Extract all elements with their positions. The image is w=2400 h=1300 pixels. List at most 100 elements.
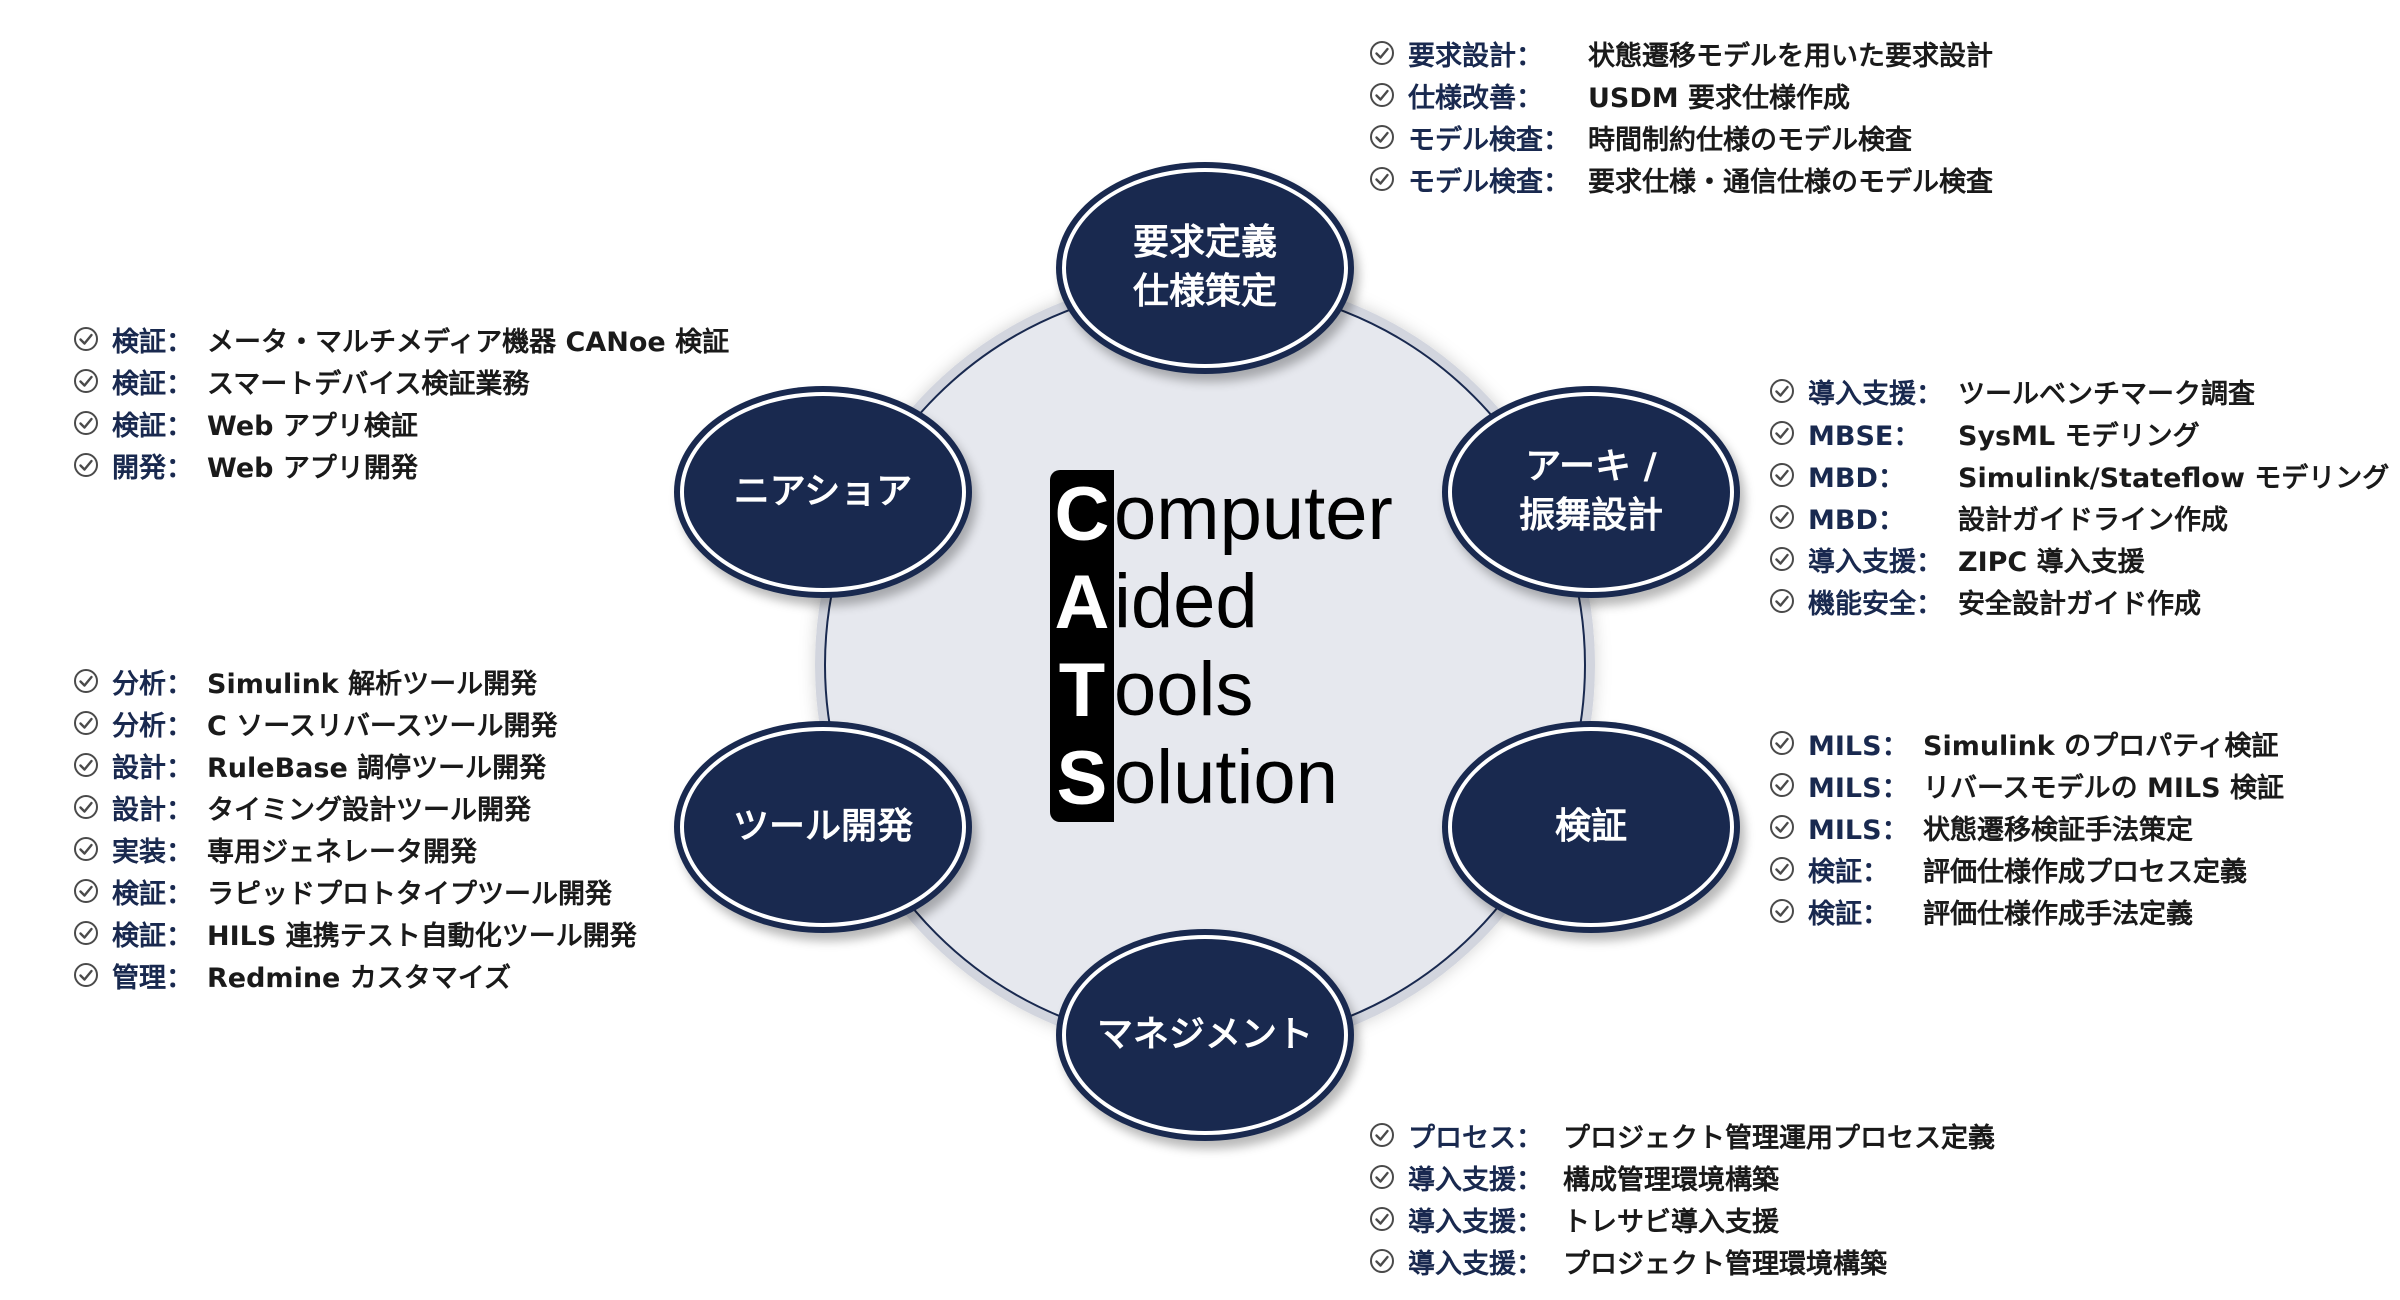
check-circle-icon	[1368, 39, 1396, 67]
check-circle-icon	[1768, 771, 1796, 799]
list-item: MBD：設計ガイドライン作成	[1768, 496, 2389, 538]
item-key: 導入支援：	[1408, 1248, 1543, 1280]
list-item: モデル検査： 時間制約仕様のモデル検査	[1368, 116, 1993, 158]
item-value: トレサビ導入支援	[1563, 1206, 1779, 1238]
check-circle-icon	[72, 451, 100, 479]
check-circle-icon	[72, 367, 100, 395]
list-item: 要求設計：状態遷移モデルを用いた要求設計	[1368, 32, 1993, 74]
item-value: Web アプリ検証	[207, 410, 418, 442]
item-key: 分析：	[112, 710, 193, 742]
item-key: 機能安全：	[1808, 588, 1943, 620]
check-circle-icon	[1768, 813, 1796, 841]
list-item: 設計： タイミング設計ツール開発	[72, 786, 637, 828]
check-circle-icon	[72, 961, 100, 989]
check-circle-icon	[1368, 1247, 1396, 1275]
node-nearshore-label: ニアショア	[733, 470, 913, 512]
group-nearshore: 検証： メータ・マルチメディア機器 CANoe 検証検証：スマートデバイス検証業務…	[72, 318, 729, 486]
item-key: 検証：	[1808, 856, 1889, 888]
item-key: 設計：	[112, 794, 193, 826]
check-circle-icon	[1768, 587, 1796, 615]
check-circle-icon	[72, 919, 100, 947]
list-item: 機能安全：安全設計ガイド作成	[1768, 580, 2389, 622]
check-circle-icon	[72, 877, 100, 905]
check-circle-icon	[1768, 897, 1796, 925]
item-key: 開発：	[112, 452, 193, 484]
check-circle-icon	[72, 667, 100, 695]
list-item: 導入支援： 構成管理環境構築	[1368, 1156, 1995, 1198]
group-tool-dev: 分析：Simulink 解析ツール開発分析：C ソースリバースツール開発設計：R…	[72, 660, 637, 996]
check-circle-icon	[1768, 461, 1796, 489]
item-value: 専用ジェネレータ開発	[207, 836, 477, 868]
item-value: Web アプリ開発	[207, 452, 418, 484]
item-value: 構成管理環境構築	[1563, 1164, 1779, 1196]
check-circle-icon	[1768, 729, 1796, 757]
cats-word: ided	[1114, 559, 1258, 644]
item-value: Simulink/Stateflow モデリング	[1958, 462, 2390, 494]
node-management-label: マネジメント	[1096, 1013, 1313, 1055]
list-item: 検証： メータ・マルチメディア機器 CANoe 検証	[72, 318, 729, 360]
check-circle-icon	[1368, 81, 1396, 109]
item-value: ZIPC 導入支援	[1958, 546, 2145, 578]
check-circle-icon	[72, 751, 100, 779]
item-value: 評価仕様作成プロセス定義	[1923, 856, 2247, 888]
check-circle-icon	[1768, 545, 1796, 573]
cats-word: omputer	[1114, 471, 1393, 556]
cats-letter: T	[1050, 646, 1114, 734]
list-item: 分析：Simulink 解析ツール開発	[72, 660, 637, 702]
check-circle-icon	[72, 325, 100, 353]
list-item: MBD：Simulink/Stateflow モデリング	[1768, 454, 2389, 496]
list-item: MILS：Simulink のプロパティ検証	[1768, 722, 2284, 764]
item-value: タイミング設計ツール開発	[207, 794, 531, 826]
item-key: モデル検査：	[1408, 124, 1570, 156]
list-item: 仕様改善：USDM 要求仕様作成	[1368, 74, 1993, 116]
node-verification: 検証	[1448, 727, 1734, 927]
node-requirements-label: 要求定義 仕様策定	[1132, 222, 1277, 312]
item-key: 実装：	[112, 836, 193, 868]
item-key: MILS：	[1808, 772, 1909, 804]
item-value: USDM 要求仕様作成	[1588, 82, 1851, 114]
item-value: 評価仕様作成手法定義	[1923, 898, 2193, 930]
check-circle-icon	[1768, 855, 1796, 883]
item-key: 検証：	[112, 410, 193, 442]
item-key: 検証：	[1808, 898, 1889, 930]
list-item: 管理：Redmine カスタマイズ	[72, 954, 637, 996]
item-key: 導入支援：	[1408, 1206, 1543, 1238]
item-key: 分析：	[112, 668, 193, 700]
check-circle-icon	[1368, 165, 1396, 193]
list-item: 導入支援：ZIPC 導入支援	[1768, 538, 2389, 580]
cats-letter: A	[1050, 558, 1114, 646]
check-circle-icon	[1768, 419, 1796, 447]
list-item: 検証： Web アプリ検証	[72, 402, 729, 444]
list-item: 検証： 評価仕様作成プロセス定義	[1768, 848, 2284, 890]
item-value: プロジェクト管理運用プロセス定義	[1563, 1122, 1995, 1154]
item-key: プロセス：	[1408, 1122, 1543, 1154]
node-management: マネジメント	[1062, 935, 1348, 1135]
item-key: MILS：	[1808, 730, 1909, 762]
item-key: 検証：	[112, 878, 193, 910]
node-architecture: アーキ / 振舞設計	[1448, 392, 1734, 592]
item-key: MILS：	[1808, 814, 1909, 846]
item-key: 導入支援：	[1408, 1164, 1543, 1196]
check-circle-icon	[1368, 1163, 1396, 1191]
node-verification-label: 検証	[1554, 805, 1627, 847]
item-value: メータ・マルチメディア機器 CANoe 検証	[207, 326, 730, 358]
list-item: 開発： Web アプリ開発	[72, 444, 729, 486]
check-circle-icon	[72, 835, 100, 863]
item-key: モデル検査：	[1408, 166, 1570, 198]
list-item: 検証：スマートデバイス検証業務	[72, 360, 729, 402]
check-circle-icon	[1768, 503, 1796, 531]
list-item: モデル検査：要求仕様・通信仕様のモデル検査	[1368, 158, 1993, 200]
item-value: ツールベンチマーク調査	[1958, 378, 2255, 410]
list-item: 検証：HILS 連携テスト自動化ツール開発	[72, 912, 637, 954]
check-circle-icon	[1368, 1121, 1396, 1149]
list-item: 検証：ラピッドプロトタイプツール開発	[72, 870, 637, 912]
list-item: MILS：状態遷移検証手法策定	[1768, 806, 2284, 848]
item-key: 検証：	[112, 326, 193, 358]
list-item: 検証： 評価仕様作成手法定義	[1768, 890, 2284, 932]
item-value: 時間制約仕様のモデル検査	[1588, 124, 1912, 156]
list-item: MBSE：SysML モデリング	[1768, 412, 2389, 454]
item-value: Redmine カスタマイズ	[207, 962, 511, 994]
